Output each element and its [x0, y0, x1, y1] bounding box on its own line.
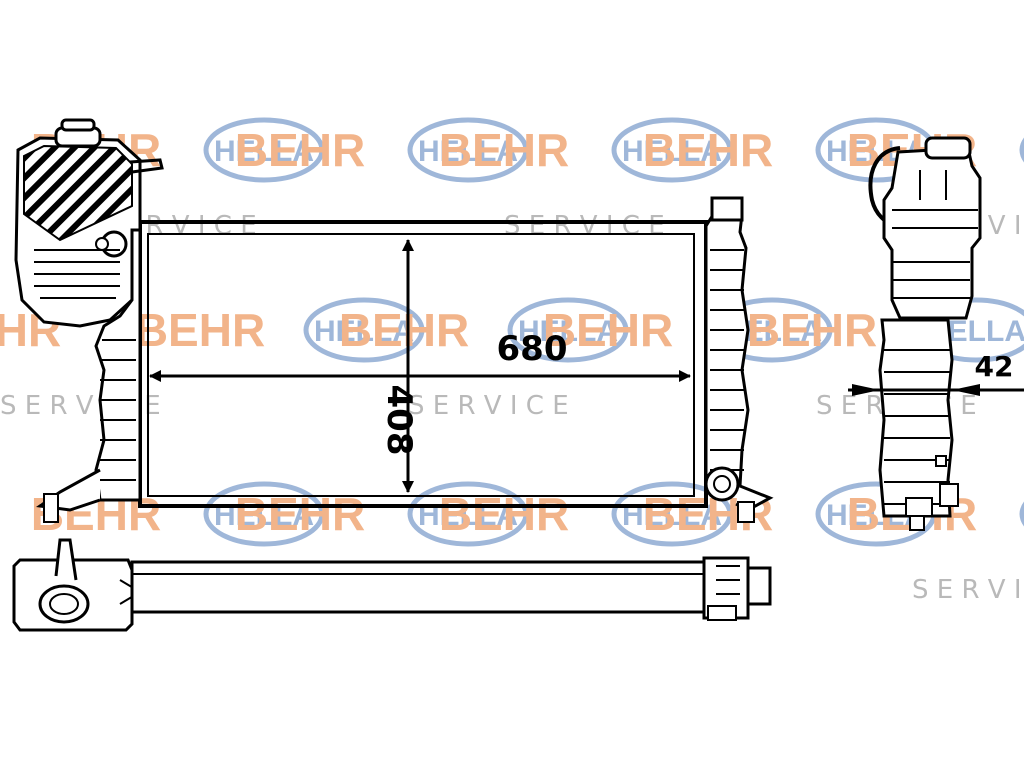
depth-arrow-right: [952, 384, 980, 396]
watermark-behr: BEHR: [339, 304, 469, 356]
watermark-hella-oval: [203, 117, 325, 183]
top-view-right-detail: [716, 565, 740, 595]
side-bottom-pin: [909, 515, 925, 531]
watermark-service: S E R V I C E: [504, 211, 665, 241]
watermark-hella: HELLA: [418, 135, 518, 168]
side-tank-ribs: [892, 170, 978, 299]
right-side-tank: [704, 198, 750, 488]
watermark-hella-oval: [203, 481, 325, 547]
tank-ribs: [34, 249, 120, 299]
watermark-hella: HELLA: [518, 315, 618, 348]
radiator-core: [138, 220, 708, 508]
dimension-lines: [149, 239, 1024, 493]
top-view-filler-neck-inner: [49, 593, 79, 615]
depth-label: 42: [975, 350, 1014, 383]
top-view-right-connector: [746, 566, 772, 606]
watermark-hella-oval: [407, 481, 529, 547]
watermark-behr: BEHR: [235, 124, 365, 176]
tank-port-small: [95, 237, 109, 251]
right-outlet-inner: [713, 475, 731, 493]
watermark-behr: BEHR: [543, 304, 673, 356]
side-cap: [924, 136, 972, 160]
side-column-ribs: [884, 349, 950, 505]
watermark-behr: BEHR: [643, 124, 773, 176]
left-side-tank-ribs: [100, 339, 136, 481]
filler-cap-top: [60, 118, 96, 132]
side-column: [878, 318, 954, 518]
side-mid-bracket: [935, 455, 947, 467]
top-view-core: [130, 560, 706, 614]
watermark-hella-oval: [1019, 137, 1024, 163]
depth-arrow-left: [852, 384, 880, 396]
watermark-hella-oval: [407, 117, 529, 183]
left-foot-pin: [43, 493, 59, 523]
watermark-hella: HELLA: [214, 135, 314, 168]
top-view: [12, 538, 772, 632]
side-lower-bracket: [939, 483, 959, 507]
side-tank: [882, 146, 982, 320]
expansion-tank-hatching: [23, 144, 133, 242]
watermark-hella-oval: [507, 297, 629, 363]
top-view-cap-handle: [54, 538, 78, 581]
right-top-connector: [710, 196, 744, 222]
watermark-hella-oval: [611, 117, 733, 183]
overflow-pipe: [129, 158, 164, 174]
width-label: 680: [497, 329, 568, 369]
watermark-hella-oval: [611, 481, 733, 547]
watermark-service: S E R V I C E: [912, 575, 1024, 605]
height-label: 408: [379, 385, 419, 456]
watermark-hella-oval: [1019, 501, 1024, 527]
watermark-service: S E R V I C E: [408, 391, 569, 421]
radiator-core-inner: [147, 233, 695, 497]
watermark-behr: BEHR: [135, 304, 265, 356]
front-view: [14, 118, 774, 523]
side-view: [868, 136, 982, 531]
top-view-right-base: [707, 605, 737, 621]
watermark-behr: BEHR: [747, 304, 877, 356]
right-foot-pin: [737, 501, 755, 523]
side-bottom-nozzle: [905, 497, 933, 517]
watermark-hella-oval: [303, 297, 425, 363]
watermark-behr: BEHR: [439, 124, 569, 176]
watermark-hella: HELLA: [622, 135, 722, 168]
watermark-hella: HELLA: [314, 315, 414, 348]
right-side-tank-ribs: [710, 249, 744, 471]
